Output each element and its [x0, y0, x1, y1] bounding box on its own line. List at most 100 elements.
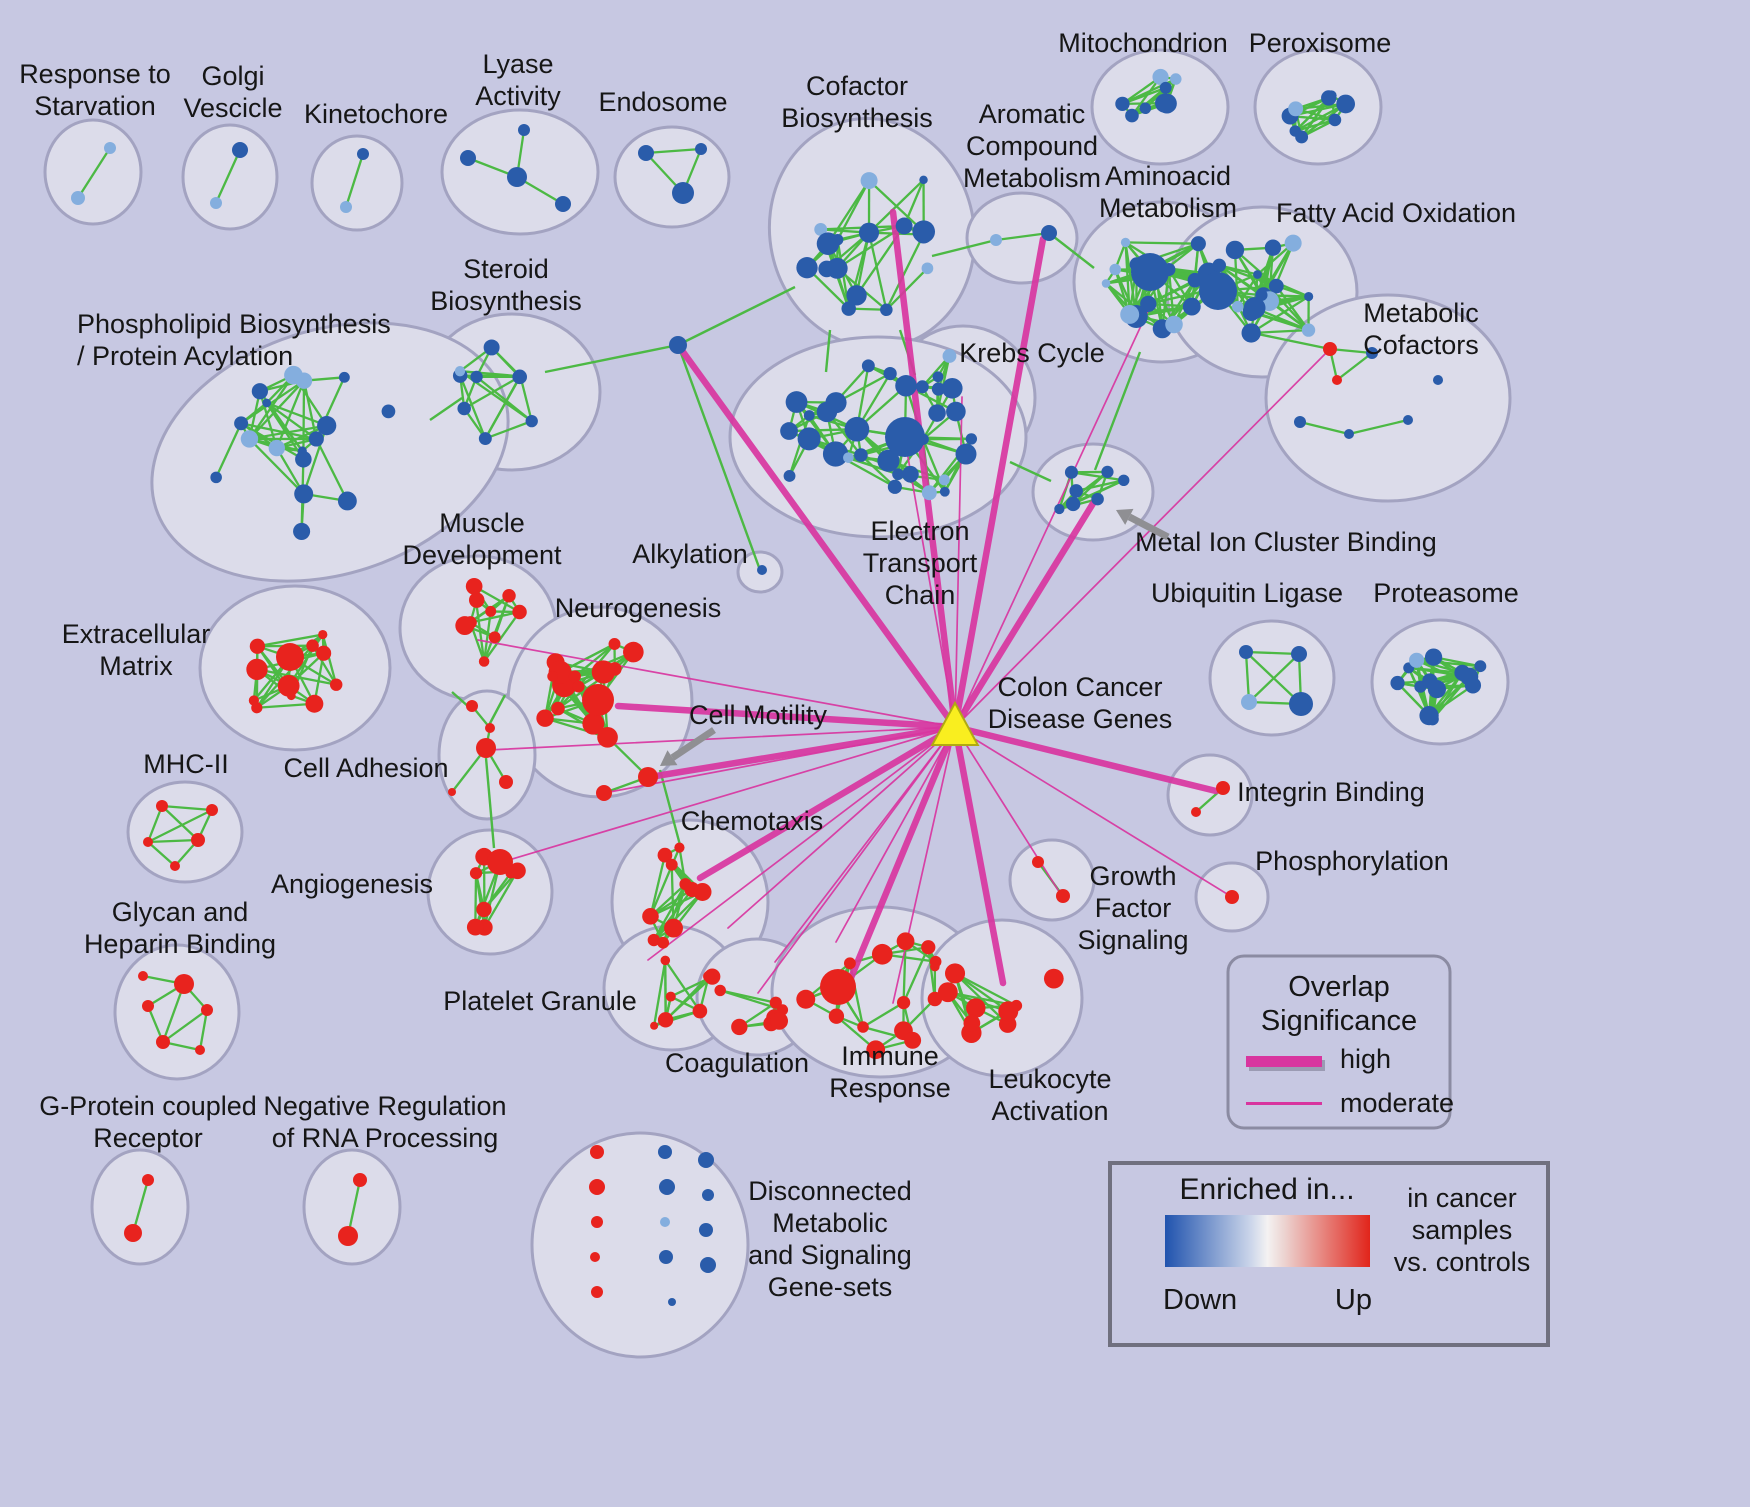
growth-factor-signaling-label: Growth	[1089, 861, 1176, 891]
metabolic-cofactors-label: Cofactors	[1363, 330, 1479, 360]
cofactor-biosynthesis-node	[817, 232, 840, 255]
connector-node	[669, 336, 687, 354]
phospholipid-biosynthesis-protein-acylation-node	[382, 404, 396, 418]
fatty-acid-oxidation-node	[1226, 241, 1244, 259]
steroid-biosynthesis-label: Biosynthesis	[430, 286, 582, 316]
disconnected-metabolic-and-signaling-gene-sets-node	[659, 1179, 675, 1195]
metal-ion-cluster-binding-node	[1065, 466, 1078, 479]
chemotaxis-label: Chemotaxis	[681, 806, 824, 836]
g-protein-coupled-receptor-node	[142, 1174, 154, 1186]
integrin-binding-label: Integrin Binding	[1237, 777, 1425, 807]
leukocyte-activation-node	[963, 1015, 980, 1032]
proteasome-node	[1409, 653, 1424, 668]
metabolic-cofactors-label: Metabolic	[1363, 298, 1479, 328]
aminoacid-metabolism-label: Aminoacid	[1105, 161, 1231, 191]
steroid-biosynthesis-node	[526, 415, 538, 427]
neurogenesis-node	[573, 681, 585, 693]
proteasome-node	[1390, 676, 1404, 690]
aminoacid-metabolism-node	[1102, 279, 1111, 288]
enriched-down-label: Down	[1163, 1284, 1237, 1316]
electron-transport-chain-node	[823, 441, 848, 466]
endosome-node	[672, 182, 694, 204]
g-protein-coupled-receptor-node	[124, 1224, 142, 1242]
aromatic-compound-metabolism-node	[990, 234, 1002, 246]
cell-adhesion-node	[499, 775, 513, 789]
muscle-development-node	[466, 578, 483, 595]
mitochondrion-node	[1125, 109, 1139, 123]
disconnected-metabolic-and-signaling-gene-sets-label: Disconnected	[748, 1176, 912, 1206]
immune-response-node	[872, 944, 893, 965]
growth-factor-signaling-node	[1032, 856, 1044, 868]
growth-factor-signaling-label: Signaling	[1077, 925, 1188, 955]
metal-ion-cluster-binding-node	[1118, 475, 1129, 486]
krebs-cycle-node	[916, 380, 929, 393]
electron-transport-chain-node	[885, 417, 925, 457]
extracellular-matrix-node	[305, 695, 323, 713]
immune-response-label: Response	[829, 1073, 951, 1103]
kinetochore-region	[312, 136, 402, 230]
metabolic-cofactors-node	[1294, 416, 1306, 428]
extracellular-matrix-node	[330, 678, 342, 690]
muscle-development-node	[479, 656, 490, 667]
golgi-vescicle-node	[210, 197, 222, 209]
electron-transport-chain-node	[825, 392, 846, 413]
muscle-development-node	[455, 616, 474, 635]
phospholipid-biosynthesis-protein-acylation-node	[338, 492, 357, 511]
response-to-starvation-region	[45, 120, 141, 224]
extracellular-matrix-node	[276, 643, 304, 671]
peroxisome-node	[1329, 114, 1342, 127]
fatty-acid-oxidation-node	[1232, 301, 1244, 313]
enriched-up-label: Up	[1335, 1284, 1372, 1316]
proteasome-node	[1465, 677, 1481, 693]
aromatic-compound-metabolism-region	[967, 193, 1077, 283]
immune-response-node	[930, 956, 942, 968]
aminoacid-metabolism-node	[1183, 298, 1201, 316]
leukocyte-activation-label: Leukocyte	[988, 1064, 1111, 1094]
phospholipid-biosynthesis-protein-acylation-node	[262, 399, 271, 408]
disconnected-metabolic-and-signaling-gene-sets-label: and Signaling	[748, 1240, 912, 1270]
immune-response-node	[820, 969, 856, 1005]
disconnected-metabolic-and-signaling-gene-sets-label: Metabolic	[772, 1208, 888, 1238]
lyase-activity-label: Activity	[475, 81, 561, 111]
cell-adhesion-node	[466, 700, 478, 712]
angiogenesis-region	[428, 830, 552, 954]
proteasome-node	[1474, 660, 1486, 672]
platelet-granule-node	[703, 971, 714, 982]
muscle-development-label: Development	[402, 540, 562, 570]
enriched-note: vs. controls	[1394, 1247, 1531, 1277]
metabolic-cofactors-node	[1433, 375, 1443, 385]
response-to-starvation-label: Starvation	[34, 91, 156, 121]
fatty-acid-oxidation-node	[1285, 235, 1302, 252]
high-significance-label: high	[1340, 1044, 1391, 1074]
negative-regulation-of-rna-processing-region	[304, 1150, 400, 1264]
golgi-vescicle-node	[232, 142, 248, 158]
mitochondrion-node	[1160, 82, 1172, 94]
immune-response-node	[921, 940, 935, 954]
negative-regulation-of-rna-processing-label: Negative Regulation	[263, 1091, 506, 1121]
integrin-binding-node	[1216, 781, 1230, 795]
response-to-starvation-node	[104, 142, 116, 154]
cell-adhesion-node	[485, 723, 495, 733]
colon-cancer-hub-label: Colon Cancer	[997, 672, 1162, 702]
disconnected-metabolic-and-signaling-gene-sets-node	[591, 1216, 603, 1228]
extracellular-matrix-node	[316, 646, 331, 661]
immune-response-label: Immune	[841, 1041, 939, 1071]
phospholipid-biosynthesis-protein-acylation-node	[294, 484, 313, 503]
aminoacid-metabolism-edge	[1126, 242, 1199, 243]
mitochondrion-node	[1140, 103, 1151, 114]
ubiquitin-ligase-node	[1291, 646, 1307, 662]
electron-transport-chain-node	[966, 433, 977, 444]
angiogenesis-node	[470, 867, 482, 879]
enriched-note: in cancer	[1407, 1183, 1517, 1213]
steroid-biosynthesis-label: Steroid	[463, 254, 549, 284]
platelet-granule-node	[658, 1012, 673, 1027]
aromatic-compound-metabolism-label: Metabolism	[963, 163, 1101, 193]
electron-transport-chain-node	[884, 367, 897, 380]
neurogenesis-node	[582, 684, 614, 716]
cofactor-biosynthesis-label: Cofactor	[806, 71, 908, 101]
electron-transport-chain-node	[843, 452, 854, 463]
phospholipid-biosynthesis-protein-acylation-label: / Protein Acylation	[77, 341, 293, 371]
golgi-vescicle-label: Vescicle	[183, 93, 282, 123]
steroid-biosynthesis-node	[484, 339, 500, 355]
